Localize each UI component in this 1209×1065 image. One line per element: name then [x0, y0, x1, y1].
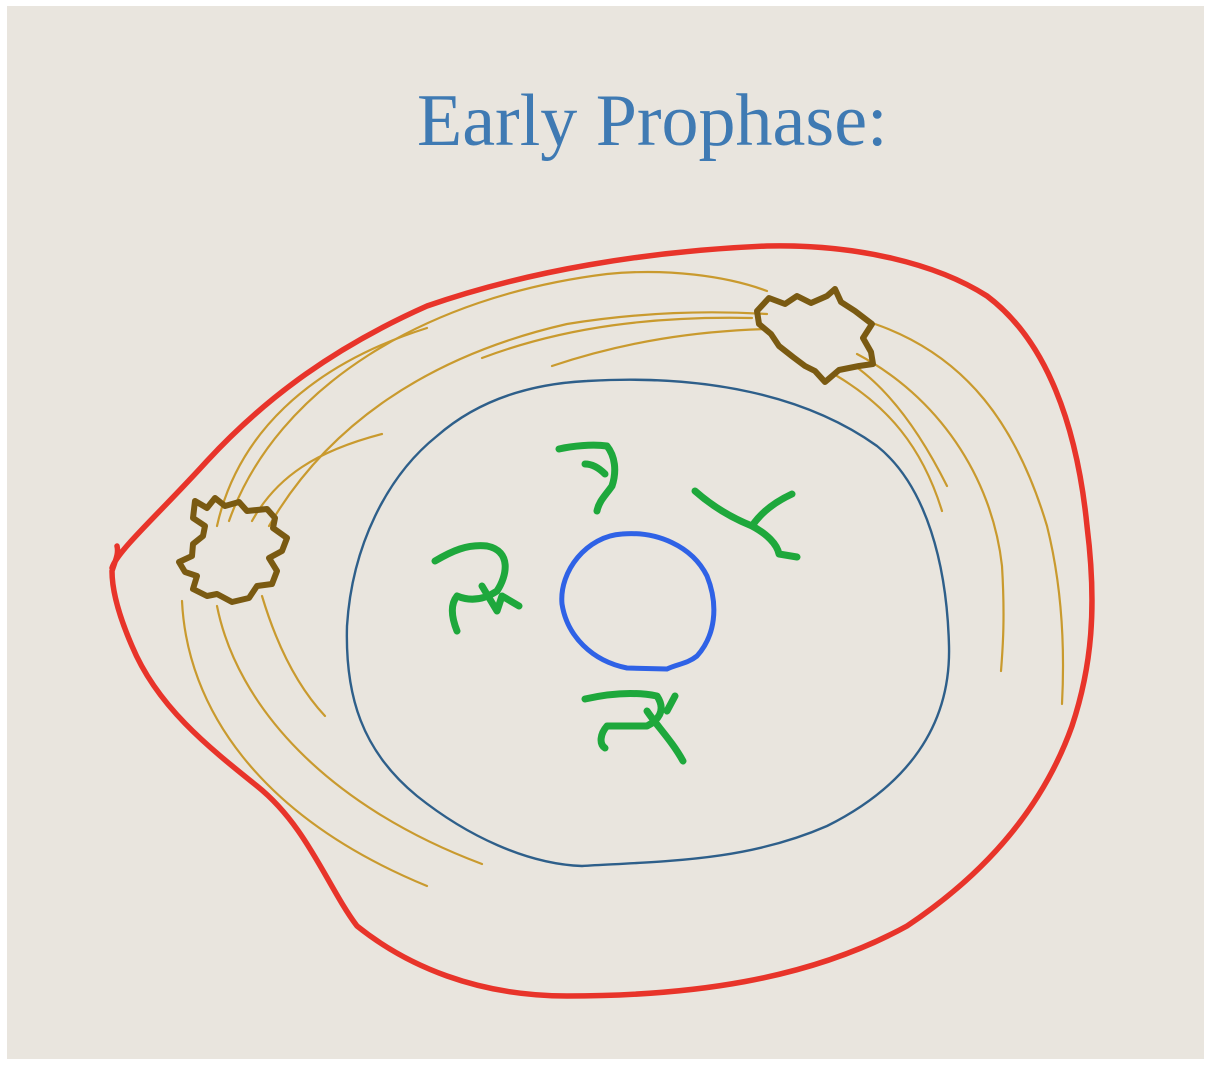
spindle-fiber	[857, 354, 1004, 671]
nuclear-envelope	[347, 380, 949, 866]
chromosome	[559, 445, 615, 511]
nucleolus	[562, 534, 714, 669]
chromosomes	[435, 445, 797, 761]
spindle-fiber	[262, 596, 325, 716]
chromosome	[695, 491, 797, 557]
centrosome	[179, 498, 287, 602]
spindle-fiber	[252, 434, 382, 521]
spindle-fiber	[482, 318, 752, 358]
cell-diagram	[7, 6, 1204, 1059]
stray-dot	[999, 499, 1004, 504]
spindle-fiber	[552, 329, 767, 366]
cell-membrane	[112, 246, 1092, 996]
spindle-fiber	[217, 328, 427, 526]
centrosomes	[179, 289, 873, 602]
spindle-fiber	[269, 312, 767, 526]
spindle-fibers	[182, 272, 1063, 886]
centrosome	[757, 289, 873, 382]
stray-dot	[373, 709, 376, 712]
drawing-canvas: Early Prophase:	[7, 6, 1204, 1059]
spindle-fiber	[217, 606, 482, 864]
chromosome	[435, 546, 519, 631]
spindle-fiber	[229, 272, 767, 521]
spindle-fiber	[875, 324, 1063, 704]
chromosome	[585, 693, 683, 761]
